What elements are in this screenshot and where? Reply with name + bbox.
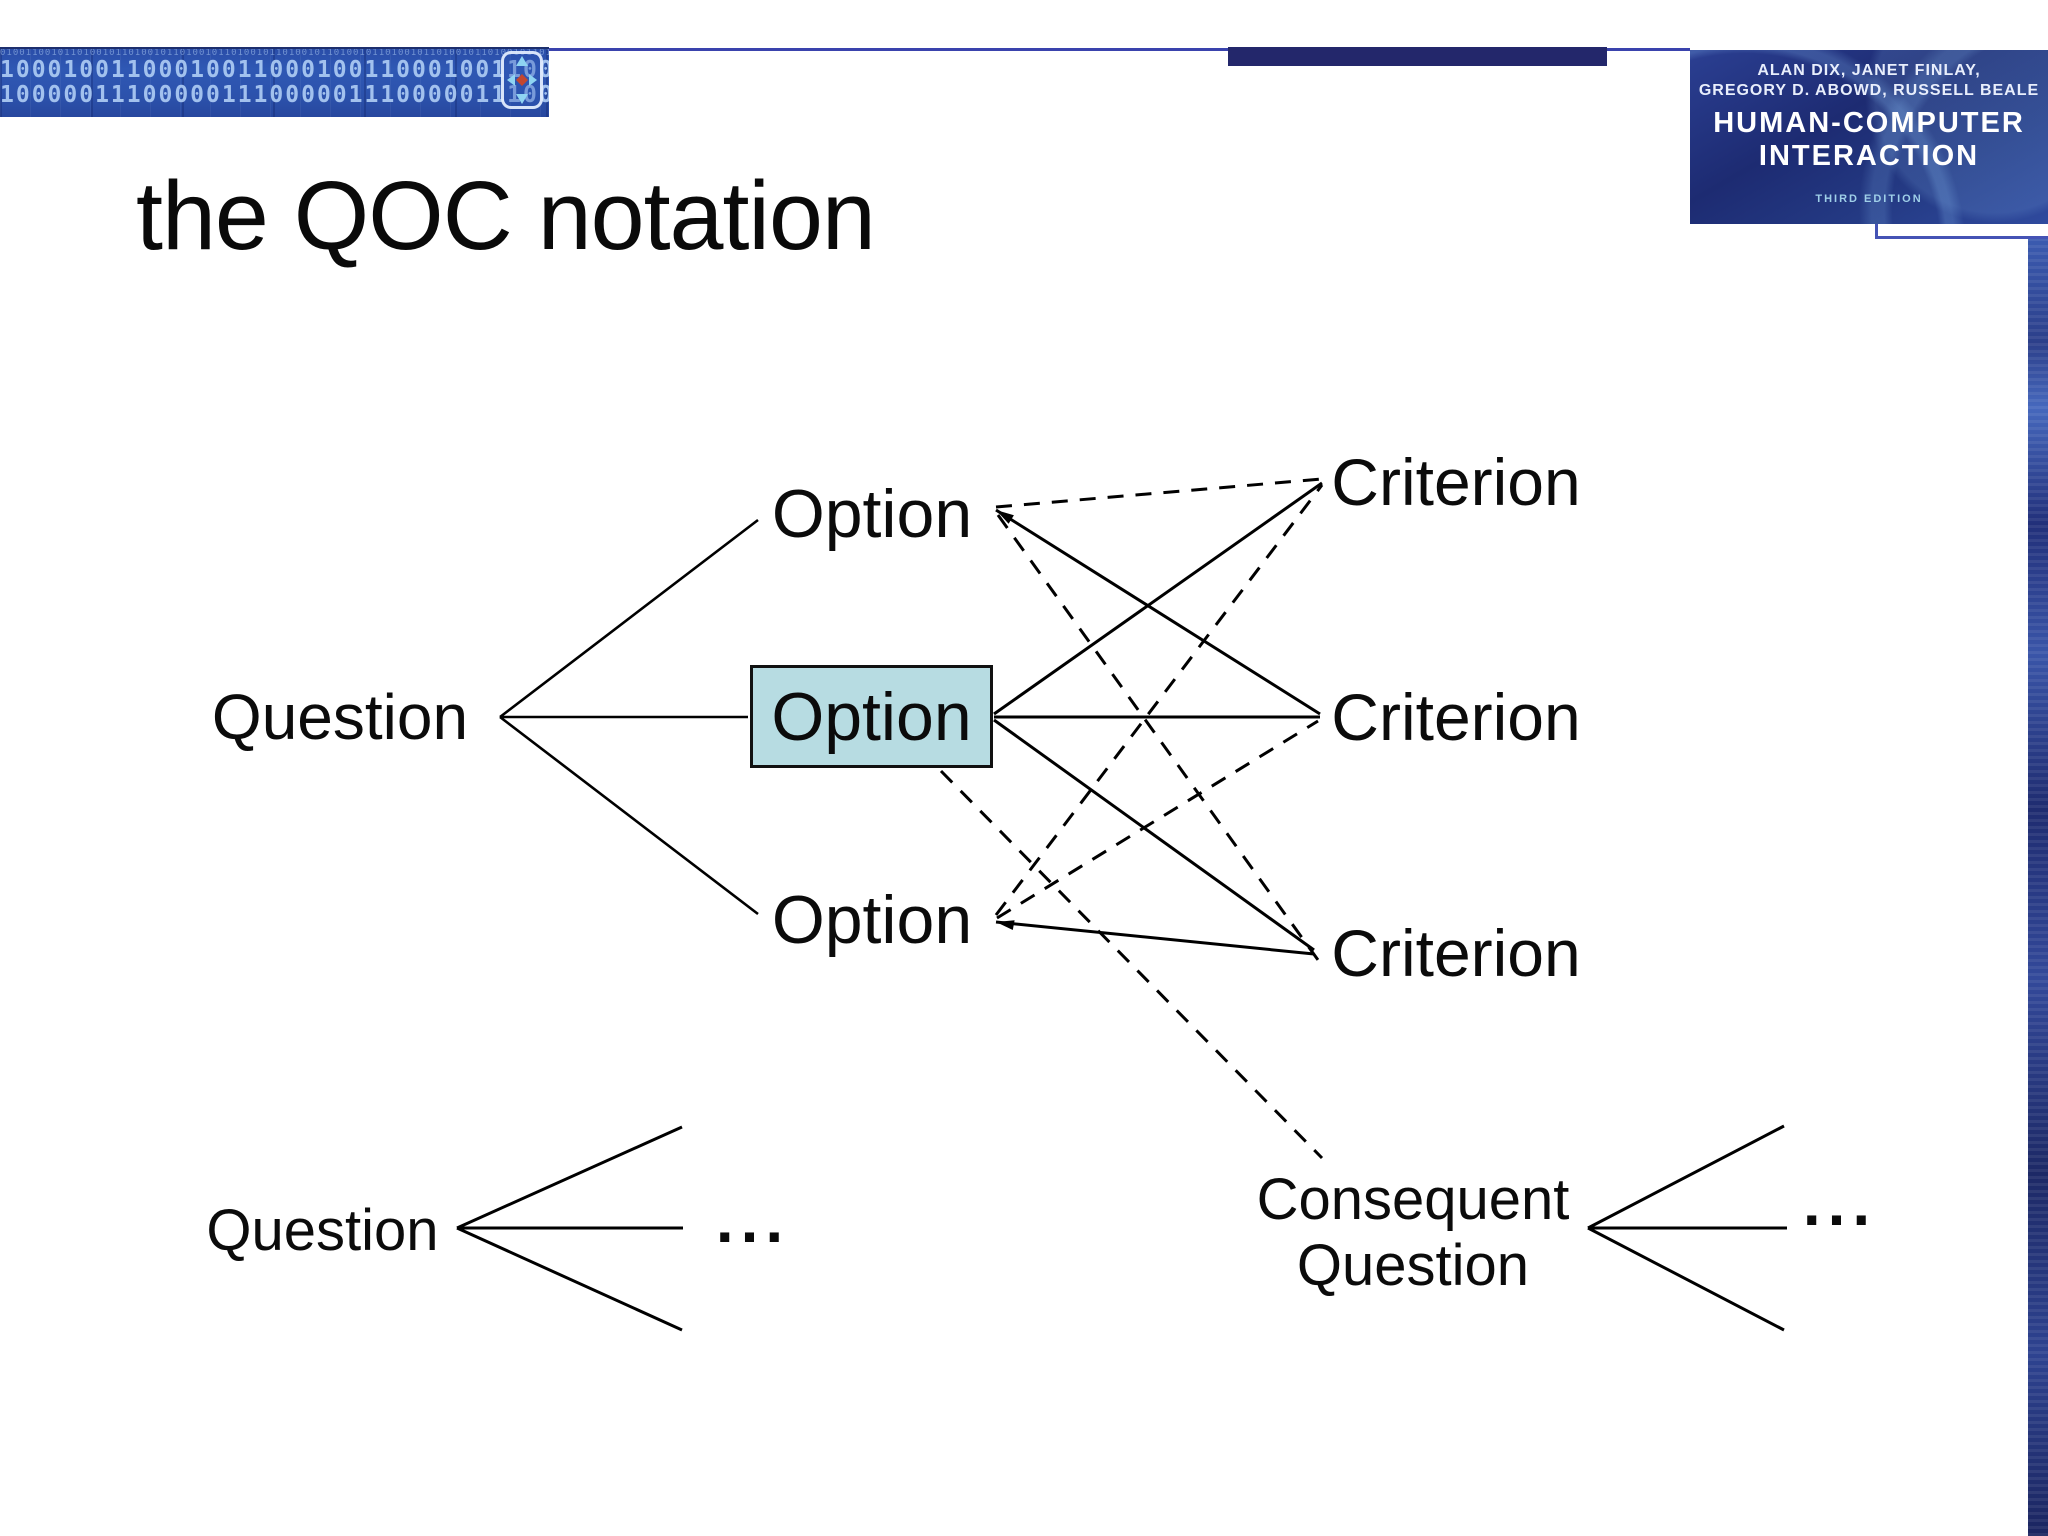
consequent-fan-lines <box>1587 1124 1787 1332</box>
consequent-question-label: Consequent Question <box>1233 1167 1593 1299</box>
question-fan-lines <box>499 518 759 916</box>
cover-underline <box>1875 236 2048 239</box>
cover-title-line2: INTERACTION <box>1758 140 1980 172</box>
cover-underline-stub <box>1875 224 1878 239</box>
book-cover: ALAN DIX, JANET FINLAY, GREGORY D. ABOWD… <box>1690 50 2048 224</box>
link-arrowheads <box>996 510 1015 930</box>
top-navy-bar <box>1228 47 1607 66</box>
compass-arrows-icon <box>501 51 543 109</box>
ellipsis-right: ... <box>1802 1167 1878 1239</box>
ellipsis-left: ... <box>715 1184 791 1256</box>
criterion-bottom-label: Criterion <box>1331 916 1581 990</box>
binary-banner: 0100110010110100101101001011010010110100… <box>0 47 549 117</box>
dashed-links <box>939 477 1324 1160</box>
criterion-top-label: Criterion <box>1331 445 1581 519</box>
solid-links <box>993 481 1323 956</box>
option-selected-box: Option <box>750 665 993 768</box>
cover-title-line1: HUMAN-COMPUTER <box>1713 107 2025 139</box>
cover-authors-line1: ALAN DIX, JANET FINLAY, <box>1757 62 1981 79</box>
compass-arrows-glyph <box>507 56 537 104</box>
top-rule-line <box>549 48 1690 51</box>
cover-edition: THIRD EDITION <box>1815 193 1923 205</box>
binary-row-1: 1000100110001001100010011000100110001001… <box>0 57 549 83</box>
right-edge-strip <box>2028 239 2048 1536</box>
binary-row-small: 0100110010110100101101001011010010110100… <box>0 48 549 58</box>
option-bottom-label: Option <box>771 882 973 958</box>
cover-bottom-gap <box>1875 224 2048 236</box>
bottom-question-label: Question <box>206 1197 439 1263</box>
consequent-line2: Question <box>1296 1233 1530 1298</box>
option-top-label: Option <box>771 476 973 552</box>
consequent-line1: Consequent <box>1256 1167 1570 1232</box>
cover-authors-line2: GREGORY D. ABOWD, RUSSELL BEALE <box>1698 82 2040 99</box>
option-middle-label: Option <box>771 678 972 755</box>
bottom-left-fan-lines <box>456 1125 683 1332</box>
binary-row-2: 1000001110000011100000111000001110000011… <box>0 82 549 108</box>
criterion-middle-label: Criterion <box>1331 680 1581 754</box>
page-title: the QOC notation <box>136 161 876 270</box>
question-label: Question <box>211 681 469 753</box>
